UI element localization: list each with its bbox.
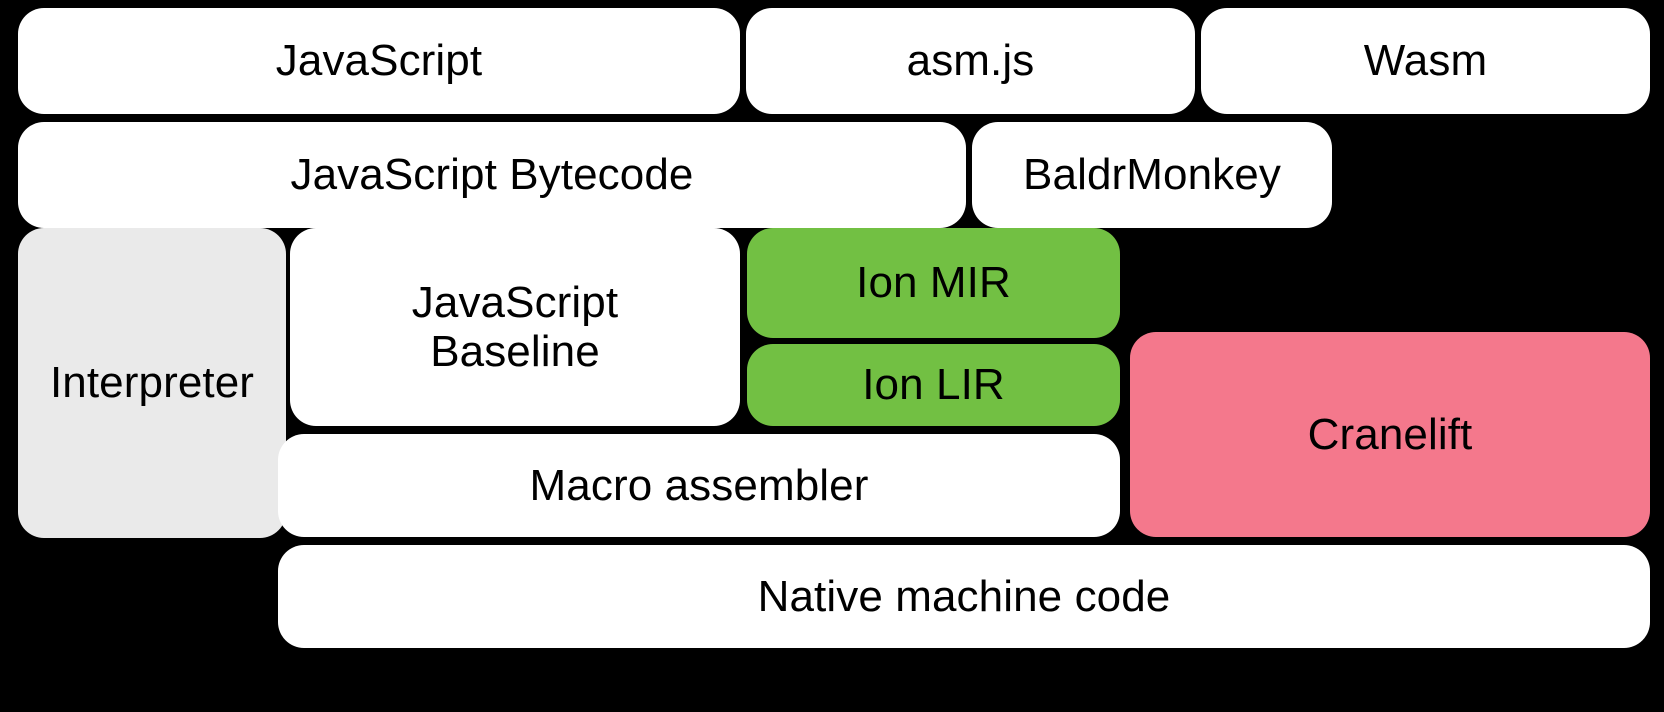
node-baldrmonkey: BaldrMonkey [972, 122, 1332, 228]
node-cranelift: Cranelift [1130, 332, 1650, 537]
node-ion-mir: Ion MIR [747, 228, 1120, 338]
node-javascript-bytecode: JavaScript Bytecode [18, 122, 966, 228]
node-javascript-baseline: JavaScript Baseline [290, 228, 740, 426]
node-macro-assembler: Macro assembler [278, 434, 1120, 537]
node-ion-lir: Ion LIR [747, 344, 1120, 426]
node-wasm: Wasm [1201, 8, 1650, 114]
node-asm-js: asm.js [746, 8, 1195, 114]
node-interpreter: Interpreter [18, 228, 286, 538]
node-native-machine-code: Native machine code [278, 545, 1650, 648]
node-javascript: JavaScript [18, 8, 740, 114]
